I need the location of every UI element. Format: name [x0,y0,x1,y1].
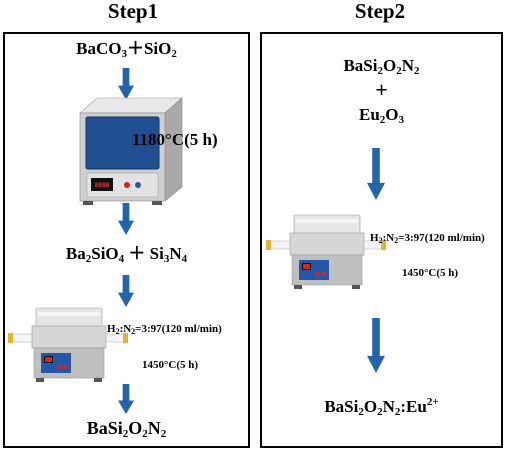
step2-product: BaSi2O2N2:Eu2+ [324,396,439,418]
step1-furnace-temp: 1450°C(5 h) [142,359,199,371]
muffle-oven-icon: 8888 [79,97,183,205]
down-arrow-icon [367,318,385,373]
down-arrow-icon [118,68,134,100]
down-arrow-icon [118,203,134,235]
step1-product: BaSi2O2N2 [86,418,167,440]
step1-reactants: BaCO3＋SiO2 [76,39,177,60]
step2-plus: + [375,77,388,102]
down-arrow-icon [118,384,134,414]
step2-reactant-a: BaSi2O2N2 [343,56,420,77]
down-arrow-icon [367,148,385,200]
step2-title: Step2 [354,0,406,23]
step1-title: Step1 [107,0,159,23]
step2-reactant-b: Eu2O3 [358,105,405,126]
oven-condition-label: 1180°C(5 h) [132,130,218,149]
step2-furnace-temp: 1450°C(5 h) [402,267,459,279]
tube-furnace-icon [8,307,128,382]
step1-gas-condition: H2:N2=3:97(120 ml/min) [107,323,222,336]
oven-display: 8888 [95,182,110,189]
step1-intermediate: Ba2SiO4 ＋ Si3N4 [65,244,188,265]
step2-gas-condition: H2:N2=3:97(120 ml/min) [370,232,485,245]
tube-furnace-icon [266,214,386,289]
down-arrow-icon [118,275,134,307]
